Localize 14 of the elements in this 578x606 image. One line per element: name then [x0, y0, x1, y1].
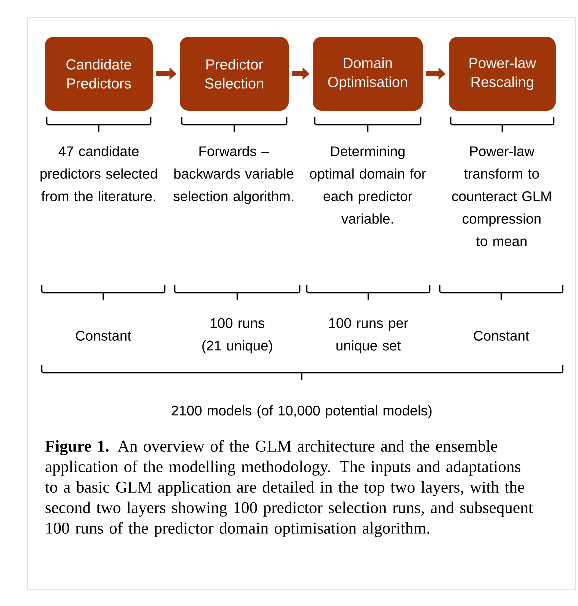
- run-count-text: Constant: [76, 331, 132, 341]
- process-box: Predictor Selection: [180, 37, 289, 111]
- description-text: Determining optimal domain for each predictor variable.: [310, 146, 426, 224]
- process-box: Candidate Predictors: [45, 37, 153, 111]
- run-count-text: 100 runs per unique set: [329, 318, 408, 354]
- figure-caption: Figure 1. An overview of the GLM architecture and the ensemble application of the modelling methodology. The inputs and adaptations to a basic GLM application are detailed in the top two layers, with the second two layers showing 100 predictor selection runs, and subsequent 100 runs of the predictor domain optimisation algorithm.: [45, 440, 534, 538]
- run-count-text: 100 runs (21 unique): [202, 318, 272, 354]
- description-text: Power-law transform to counteract GLM compression to mean: [452, 146, 552, 246]
- description-text: 47 candidate predictors selected from the literature.: [40, 146, 158, 202]
- total-text: 2100 models (of 10,000 potential models): [172, 405, 432, 419]
- process-box: Power-law Rescaling: [449, 37, 556, 111]
- process-box: Domain Optimisation: [313, 37, 423, 111]
- description-text: Forwards – backwards variable selection algorithm.: [174, 146, 294, 204]
- run-count-text: Constant: [474, 331, 530, 341]
